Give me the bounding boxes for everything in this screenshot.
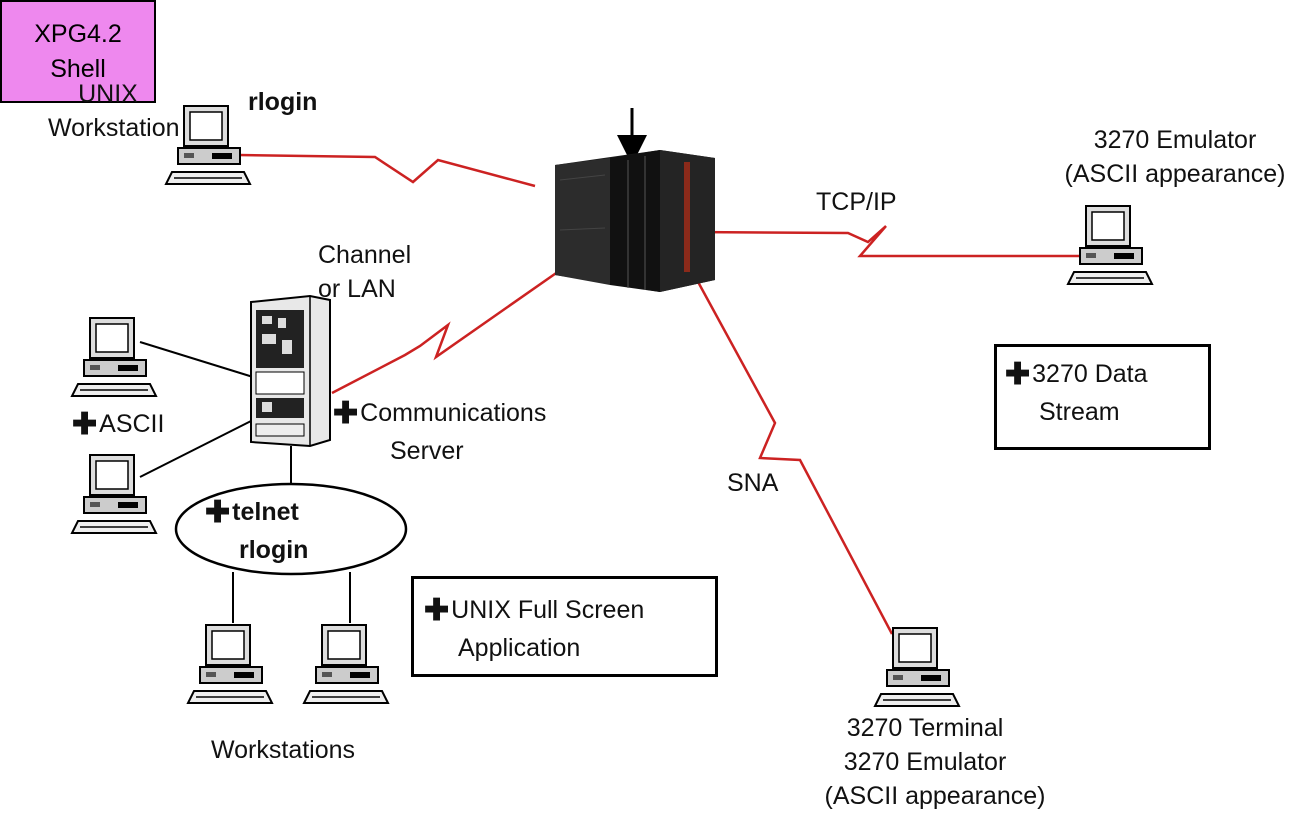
ascii-link-top [139, 341, 254, 378]
oval-rlogin-text: rlogin [239, 535, 309, 564]
shell-line2: Shell [50, 54, 106, 83]
workstations-label: Workstations [211, 736, 356, 764]
mainframe-icon [555, 150, 715, 292]
terminal-line1: 3270 Terminal [846, 714, 1004, 742]
channel-line2: or LAN [318, 274, 396, 303]
telnet-rlogin-label: ✚telnet rlogin [205, 493, 308, 567]
plus-icon: ✚ [1005, 358, 1031, 391]
unix-fullscreen-text: ✚UNIX Full Screen Application [424, 591, 644, 665]
workstation-left-icon [187, 624, 273, 704]
unix-workstation-label: UNIX Workstation [48, 78, 180, 146]
terminal-line2: 3270 Emulator [843, 747, 1007, 776]
unix-fullscreen-box: ✚UNIX Full Screen Application [411, 576, 718, 677]
telnet-text: telnet [232, 498, 299, 526]
emulator-right-label: 3270 Emulator (ASCII appearance) [1055, 124, 1295, 192]
data-stream-text: ✚3270 Data Stream [1005, 355, 1148, 429]
plus-icon: ✚ [424, 594, 450, 627]
unix-fullscreen-line2: Application [458, 633, 581, 662]
emulator-right-line1: 3270 Emulator [1093, 126, 1257, 154]
channel-lan-link [331, 260, 573, 395]
comm-server-label: ✚Communications Server [333, 394, 546, 468]
emulator-right-icon [1067, 205, 1153, 285]
rlogin-link [237, 153, 536, 188]
plus-icon: ✚ [333, 397, 359, 430]
data-stream-line1: 3270 Data [1032, 360, 1148, 388]
telnet-rlogin-oval [174, 482, 408, 576]
channel-lan-label: Channel or LAN [318, 239, 411, 307]
comm-server-line1: Communications [360, 399, 547, 427]
plus-icon: ✚ [72, 408, 98, 441]
tcpip-link [687, 225, 1085, 258]
rlogin-protocol-label: rlogin [248, 88, 318, 116]
plus-icon: ✚ [205, 496, 231, 529]
ascii-text: ASCII [99, 410, 165, 438]
shell-line1: XPG4.2 [34, 19, 122, 48]
workstation-right-icon [303, 624, 389, 704]
unix-workstation-line1: UNIX [78, 80, 138, 108]
ascii-terminal-top-icon [71, 317, 157, 397]
data-stream-box: ✚3270 Data Stream [994, 344, 1211, 450]
server-rack-icon [250, 294, 331, 448]
terminal-line3: (ASCII appearance) [824, 781, 1046, 810]
ascii-link-bottom [139, 419, 254, 478]
ascii-terminal-bottom-icon [71, 454, 157, 534]
unix-fullscreen-line1: UNIX Full Screen [451, 596, 645, 624]
emulator-right-line2: (ASCII appearance) [1064, 159, 1286, 188]
channel-line1: Channel [318, 241, 412, 269]
terminal-bottom-icon [874, 627, 960, 707]
tcpip-label: TCP/IP [816, 188, 897, 216]
unix-workstation-line2: Workstation [48, 113, 180, 142]
comm-server-line2: Server [390, 436, 464, 465]
terminal-bottom-label: 3270 Terminal 3270 Emulator (ASCII appea… [800, 712, 1050, 813]
data-stream-line2: Stream [1039, 397, 1120, 426]
ascii-label: ✚ASCII [72, 405, 164, 446]
sna-label: SNA [727, 469, 779, 497]
sna-link [695, 279, 894, 635]
xpg-shell-box: XPG4.2 Shell [0, 0, 156, 103]
